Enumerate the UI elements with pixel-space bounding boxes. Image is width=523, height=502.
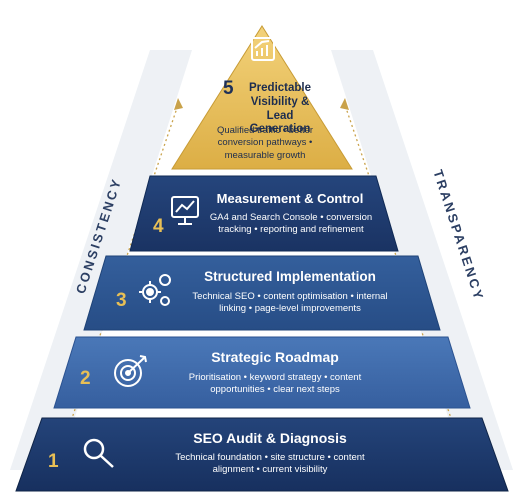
level-3-title: Structured Implementation bbox=[204, 269, 376, 284]
target-icon bbox=[114, 355, 147, 387]
level-1-band bbox=[15, 417, 509, 492]
magnifier-icon bbox=[83, 438, 114, 468]
level-4-band bbox=[129, 175, 399, 252]
level-1-description: Technical foundation • site structure • … bbox=[175, 452, 365, 476]
level-4-title: Measurement & Control bbox=[216, 191, 364, 206]
bar-chart-growth-icon bbox=[251, 37, 275, 61]
level-5-apex bbox=[171, 25, 353, 170]
level-2-band bbox=[53, 336, 471, 409]
level-3-description: Technical SEO • content optimisation • i… bbox=[192, 291, 388, 315]
right-arrowhead bbox=[340, 98, 349, 110]
level-5-number: 5 bbox=[223, 78, 234, 99]
level-2-description: Prioritisation • keyword strategy • cont… bbox=[188, 372, 362, 396]
analytics-monitor-icon bbox=[171, 196, 199, 225]
level-3-number: 3 bbox=[116, 290, 127, 311]
level-2-title: Strategic Roadmap bbox=[211, 349, 339, 365]
level-1-number: 1 bbox=[48, 451, 59, 472]
level-4-number: 4 bbox=[153, 216, 164, 237]
right-side-band bbox=[331, 50, 513, 470]
level-5-title: Predictable Visibility & Lead Generation bbox=[249, 82, 311, 136]
left-arrowhead bbox=[174, 98, 183, 110]
level-5-description: Qualified traffic • better conversion pa… bbox=[216, 125, 314, 161]
gears-icon bbox=[139, 274, 171, 306]
left-side-band bbox=[10, 50, 192, 470]
level-3-band bbox=[83, 255, 441, 331]
level-2-number: 2 bbox=[80, 368, 91, 389]
level-1-title: SEO Audit & Diagnosis bbox=[193, 430, 347, 446]
level-4-description: GA4 and Search Console • conversion trac… bbox=[209, 212, 373, 236]
